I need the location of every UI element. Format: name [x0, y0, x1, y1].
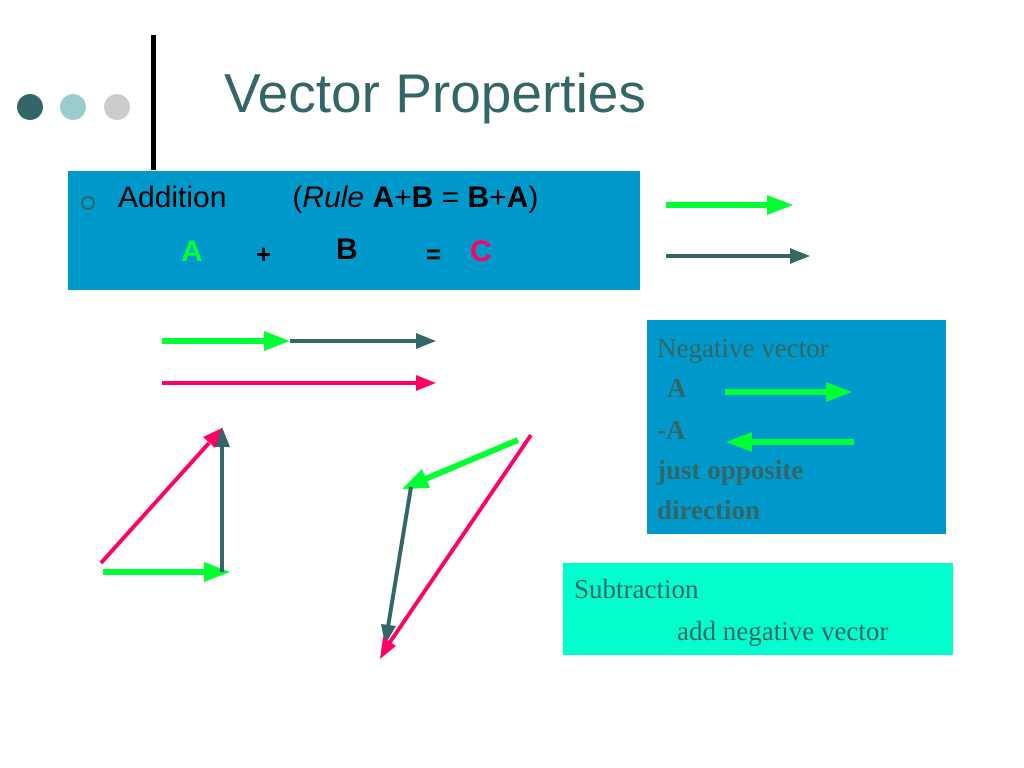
rule-a1: A: [372, 181, 395, 214]
triangle-vector-c-arrow: [99, 428, 222, 565]
formula-plus: +: [256, 239, 272, 269]
subtraction-neg-a-arrow: [402, 437, 520, 489]
rule-plus2: +: [489, 181, 507, 214]
rule-equals: =: [433, 181, 468, 214]
sum-vector-a-arrow: [162, 331, 290, 351]
negative-line1: just opposite: [657, 455, 804, 485]
negative-a-arrow: [725, 382, 852, 402]
rule-a2: A: [506, 181, 529, 214]
rule-plus1: +: [394, 181, 412, 214]
sum-vector-c-arrow: [162, 375, 436, 391]
decor-dot-dark: [17, 94, 43, 120]
subtraction-detail: add negative vector: [677, 616, 889, 646]
legend-vector-b-arrow: [666, 248, 810, 264]
addition-label: Addition: [118, 181, 227, 214]
formula-a: A: [181, 235, 203, 268]
legend-vector-a-arrow: [666, 195, 793, 215]
rule-close: ): [528, 181, 539, 214]
negative-neg-a-arrow: [726, 432, 854, 452]
negative-line2: direction: [657, 495, 760, 525]
rule-b2: B: [467, 181, 490, 214]
bullet-icon: [81, 196, 95, 210]
subtraction-result-arrow: [380, 433, 533, 659]
addition-line: Addition(Rule A+B = B+A): [118, 181, 538, 215]
negative-vector-box: Negative vector A -A just opposite direc…: [647, 320, 946, 534]
negative-heading: Negative vector: [657, 333, 829, 363]
rule-word: Rule: [302, 181, 365, 214]
decor-dot-light: [60, 94, 86, 120]
subtraction-box: Subtraction add negative vector: [563, 563, 953, 655]
decor-dot-grey: [104, 94, 130, 120]
formula-b: B: [336, 233, 358, 266]
slide-title: Vector Properties: [224, 62, 646, 124]
rule-b1: B: [411, 181, 434, 214]
subtraction-heading: Subtraction: [574, 574, 699, 604]
formula-equals: =: [426, 239, 442, 269]
negative-a-label: A: [667, 373, 687, 403]
sum-vector-b-arrow: [290, 333, 436, 349]
title-divider: [151, 35, 156, 170]
triangle-vector-a-arrow: [103, 562, 230, 582]
rule-open: (: [292, 181, 303, 214]
formula-c: C: [470, 235, 492, 268]
addition-box: Addition(Rule A+B = B+A) A + B = C: [68, 171, 640, 290]
negative-neg-a-label: -A: [657, 415, 686, 445]
triangle-vector-b-arrow: [214, 427, 230, 572]
